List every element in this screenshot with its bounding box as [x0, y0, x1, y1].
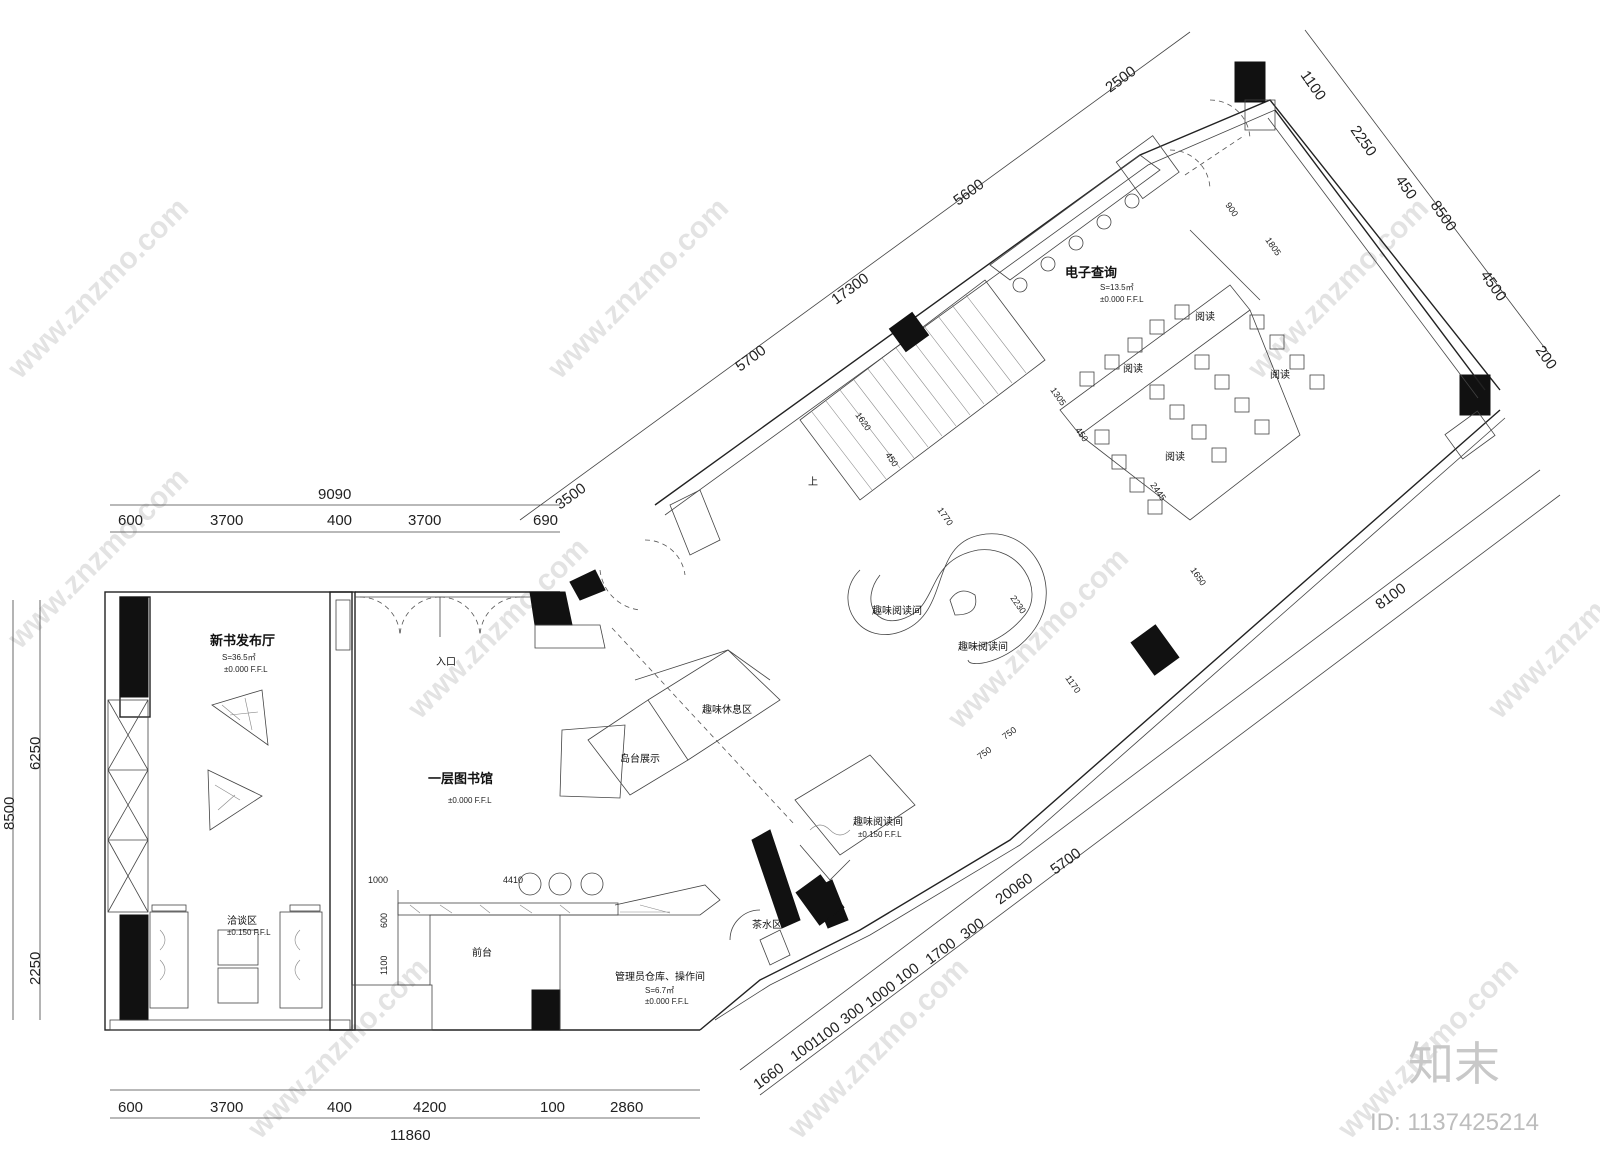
dim-se-3: 300 [837, 1000, 867, 1028]
dim-bottom-0: 600 [118, 1099, 143, 1116]
fun-rest-title: 趣味休息区 [702, 703, 752, 716]
library-block [351, 409, 1506, 1031]
dim-inner-7: 1770 [935, 505, 955, 527]
storage-title: 管理员仓库、操作间 [615, 970, 705, 983]
tea-title: 茶水区 [752, 918, 782, 931]
stair-up-label: 上 [808, 476, 818, 488]
dim-bottom-4: 100 [540, 1099, 565, 1116]
dimension-labels: 9090 600 3700 400 3700 690 600 3700 400 … [1, 63, 1560, 1144]
dim-right-3: 4500 [1477, 268, 1510, 305]
dim-inner-15: 600 [379, 913, 389, 928]
watermark-site-8: www.znzmo.com [241, 952, 435, 1146]
brand-logo-text: 知末 [1408, 1037, 1500, 1091]
watermark-site-2: www.znzmo.com [541, 192, 735, 386]
dim-se-8: 5700 [1047, 845, 1084, 878]
dim-inner-13: 1000 [368, 875, 388, 885]
dim-left-0: 6250 [27, 737, 44, 770]
read-label-3: 阅读 [1270, 368, 1290, 381]
read-label-4: 阅读 [1165, 450, 1185, 463]
read-label-1: 阅读 [1195, 310, 1215, 323]
dim-bottom-1: 3700 [210, 1099, 243, 1116]
watermark-site-6: www.znzmo.com [941, 542, 1135, 736]
negotiation-level: ±0.150 F.F.L [227, 928, 271, 937]
watermark-site-7: www.znzmo.com [1481, 532, 1600, 726]
island-title: 岛台展示 [620, 752, 660, 765]
dim-top-0: 600 [118, 512, 143, 529]
dim-ne-3: 2500 [1102, 63, 1139, 96]
dim-inner-0: 900 [1223, 200, 1240, 218]
fun-reading-room-c [794, 754, 916, 881]
dim-top-3: 3700 [408, 512, 441, 529]
watermark-site-1: www.znzmo.com [1, 192, 195, 386]
dim-se-4: 1000 [862, 978, 899, 1011]
dim-top-total: 9090 [318, 486, 351, 503]
e-query-level: ±0.000 F.F.L [1100, 295, 1144, 304]
e-query-title: 电子查询 [1065, 265, 1117, 281]
dim-ne-1: 5700 [732, 342, 769, 375]
dim-se-outer: 8100 [1372, 580, 1409, 613]
dim-ne-2: 5600 [950, 176, 987, 209]
read-label-2: 阅读 [1123, 362, 1143, 375]
dim-bottom-5: 2860 [610, 1099, 643, 1116]
dim-inner-14: 4410 [503, 875, 523, 885]
new-book-hall-area: S=36.5㎡ [222, 653, 256, 662]
room-labels: 新书发布厅 S=36.5㎡ ±0.000 F.F.L 一层图书馆 ±0.000 … [210, 265, 1290, 1006]
dim-left-1: 2250 [27, 952, 44, 985]
library-title: 一层图书馆 [428, 771, 493, 787]
fun-reading-b-title: 趣味阅读间 [958, 640, 1008, 653]
dim-right-4: 200 [1532, 343, 1560, 373]
watermark-site-5: www.znzmo.com [401, 532, 595, 726]
dim-inner-11: 750 [975, 745, 993, 762]
new-book-hall-block [104, 591, 356, 1031]
dim-right-1: 2250 [1347, 123, 1380, 160]
watermark-site-4: www.znzmo.com [1, 462, 195, 656]
new-book-hall-level: ±0.000 F.F.L [224, 665, 268, 674]
dim-inner-9: 2230 [1008, 593, 1028, 615]
storage-area: S=6.7㎡ [645, 986, 674, 995]
dim-se-7: 300 [957, 915, 987, 943]
dimension-lines [12, 29, 1561, 1119]
dim-inner-16: 1100 [379, 956, 389, 975]
dim-inner-8: 1650 [1188, 565, 1208, 587]
dim-bottom-2: 400 [327, 1099, 352, 1116]
dim-bottom-3: 4200 [413, 1099, 446, 1116]
reception-title: 前台 [472, 946, 492, 959]
fun-reading-a-title: 趣味阅读间 [872, 604, 922, 617]
library-level: ±0.000 F.F.L [448, 796, 492, 805]
dim-ne-0: 3500 [552, 480, 589, 513]
e-query-area: S=13.5㎡ [1100, 283, 1134, 292]
s-shaped-reading-pod [847, 533, 1047, 664]
dim-bottom-total: 11860 [390, 1127, 431, 1144]
dim-left-total: 8500 [1, 797, 18, 830]
dim-ne-total: 17300 [828, 270, 872, 308]
fun-reading-c-title: 趣味阅读间 [853, 815, 903, 828]
watermark-site-3: www.znzmo.com [1241, 192, 1435, 386]
image-id-text: ID: 1137425214 [1370, 1109, 1539, 1136]
dim-top-2: 400 [327, 512, 352, 529]
storage-level: ±0.000 F.F.L [645, 997, 689, 1006]
dim-inner-6: 2445 [1148, 480, 1168, 502]
dim-right-0: 1100 [1297, 68, 1329, 104]
dim-inner-5: 450 [883, 450, 900, 468]
dim-inner-10: 1170 [1063, 673, 1082, 695]
dim-inner-2: 1305 [1048, 385, 1068, 407]
fun-reading-c-level: ±0.150 F.F.L [858, 830, 902, 839]
dim-inner-12: 750 [1000, 725, 1018, 742]
brand-watermark: 知末 ID: 1137425214 [1370, 1037, 1539, 1136]
dim-top-1: 3700 [210, 512, 243, 529]
new-book-hall-title: 新书发布厅 [210, 633, 275, 649]
dim-inner-1: 1805 [1263, 235, 1283, 257]
dim-top-4: 690 [533, 512, 558, 529]
entrance-title: 入口 [436, 657, 456, 668]
negotiation-title: 洽谈区 [227, 914, 257, 927]
upper-block [599, 61, 1501, 926]
